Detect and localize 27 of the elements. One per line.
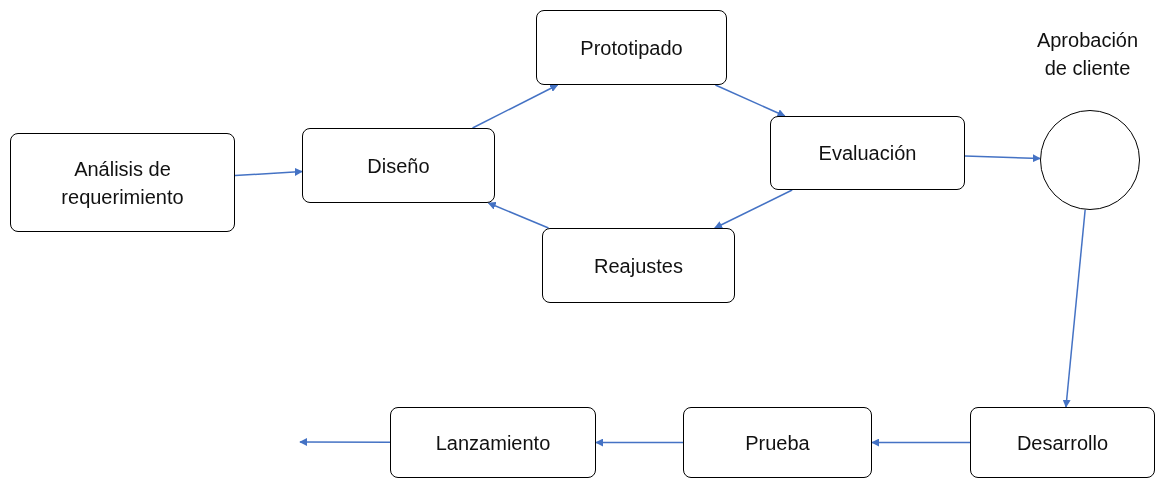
process-box bbox=[302, 128, 495, 203]
process-box bbox=[770, 116, 965, 190]
process-box bbox=[10, 133, 235, 232]
arrow bbox=[964, 154, 1041, 163]
arrow bbox=[234, 167, 303, 177]
arrow bbox=[299, 438, 391, 446]
process-box bbox=[970, 407, 1155, 478]
node-label: Prueba bbox=[745, 430, 810, 456]
arrow bbox=[471, 84, 559, 129]
node-label: Aprobación de cliente bbox=[1035, 28, 1140, 81]
arrow bbox=[1062, 209, 1086, 408]
arrow bbox=[595, 438, 684, 447]
process-box bbox=[683, 407, 872, 478]
arrow bbox=[714, 84, 786, 117]
arrow bbox=[871, 438, 971, 447]
process-box bbox=[542, 228, 735, 303]
node-label: Análisis de requerimiento bbox=[60, 156, 185, 210]
arrow bbox=[487, 202, 550, 229]
process-box bbox=[390, 407, 596, 478]
node-label: Prototipado bbox=[580, 35, 683, 61]
node-label: Diseño bbox=[367, 153, 430, 179]
node-label: Reajustes bbox=[594, 253, 683, 279]
node-label: Desarrollo bbox=[1016, 430, 1109, 456]
arrow bbox=[714, 189, 793, 229]
process-box bbox=[536, 10, 727, 85]
node-label: Evaluación bbox=[818, 141, 917, 166]
node-label: Lanzamiento bbox=[435, 430, 551, 456]
